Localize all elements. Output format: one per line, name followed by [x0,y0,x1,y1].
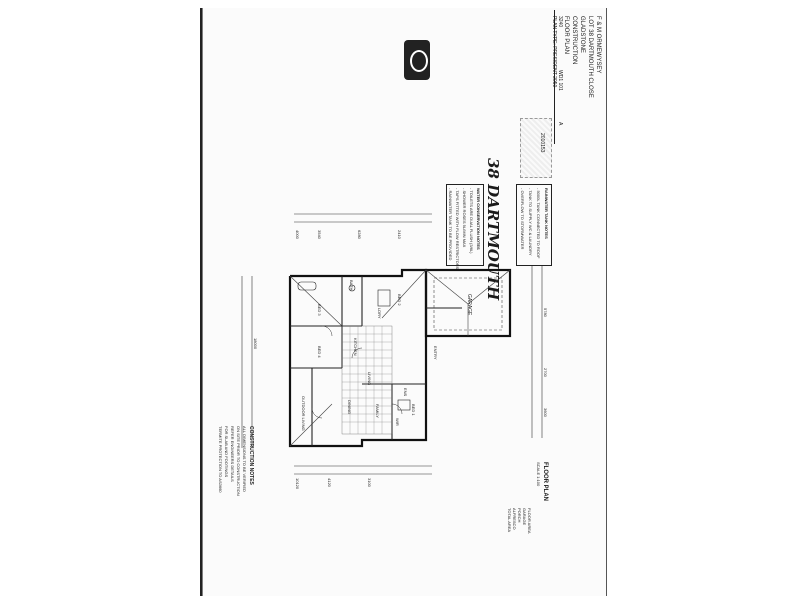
dimension-text: 18000 [253,338,258,350]
dimension-text: 5780 [543,308,548,317]
drawing-sheet: F & M ORMEWYSEY LOT 38 DARTMOUTH CLOSE G… [200,8,607,596]
water-conservation-notes: WATER CONSERVATION NOTES - TOILETS ARE D… [446,184,484,269]
room-label: ENS [403,388,408,397]
room-label: LIVING [367,372,372,386]
room-label: GARAGE [466,294,472,316]
room-label: DINING [347,400,352,414]
room-label: KITCHEN [353,338,358,356]
room-label: BED 4 [317,346,322,358]
room-label: BATH [349,280,354,291]
dimension-text: 3600 [543,408,548,417]
dimension-text: 4000 [295,230,300,239]
dimension-text: 10120 [295,478,300,490]
room-label: WIR [395,418,400,426]
dimension-text: 3100 [367,478,372,487]
title-block: F & M ORMEWYSEY LOT 38 DARTMOUTH CLOSE G… [551,10,605,144]
council-stamp: 2010153 [520,118,552,178]
company-seal-icon [404,40,430,80]
dimension-text: 3540 [317,230,322,239]
dimension-text: 2410 [397,230,402,239]
room-label: OUTDOOR LIVING [301,396,306,431]
room-label: BED 3 [317,304,322,316]
room-label: FAMILY [375,404,380,418]
rainwater-tank-notes: RAINWATER TANK NOTES - 5000L TANK CONNEC… [516,184,552,266]
room-label: ENTRY [433,346,438,360]
room-label: BED 2 [397,294,402,306]
dimension-text: 4120 [327,478,332,487]
dimension-text: 2700 [543,368,548,377]
room-label: LDRY [377,308,382,319]
floor-plan-drawing [202,8,543,596]
room-label: BED 1 [411,404,416,416]
dimension-text: 6280 [357,230,362,239]
